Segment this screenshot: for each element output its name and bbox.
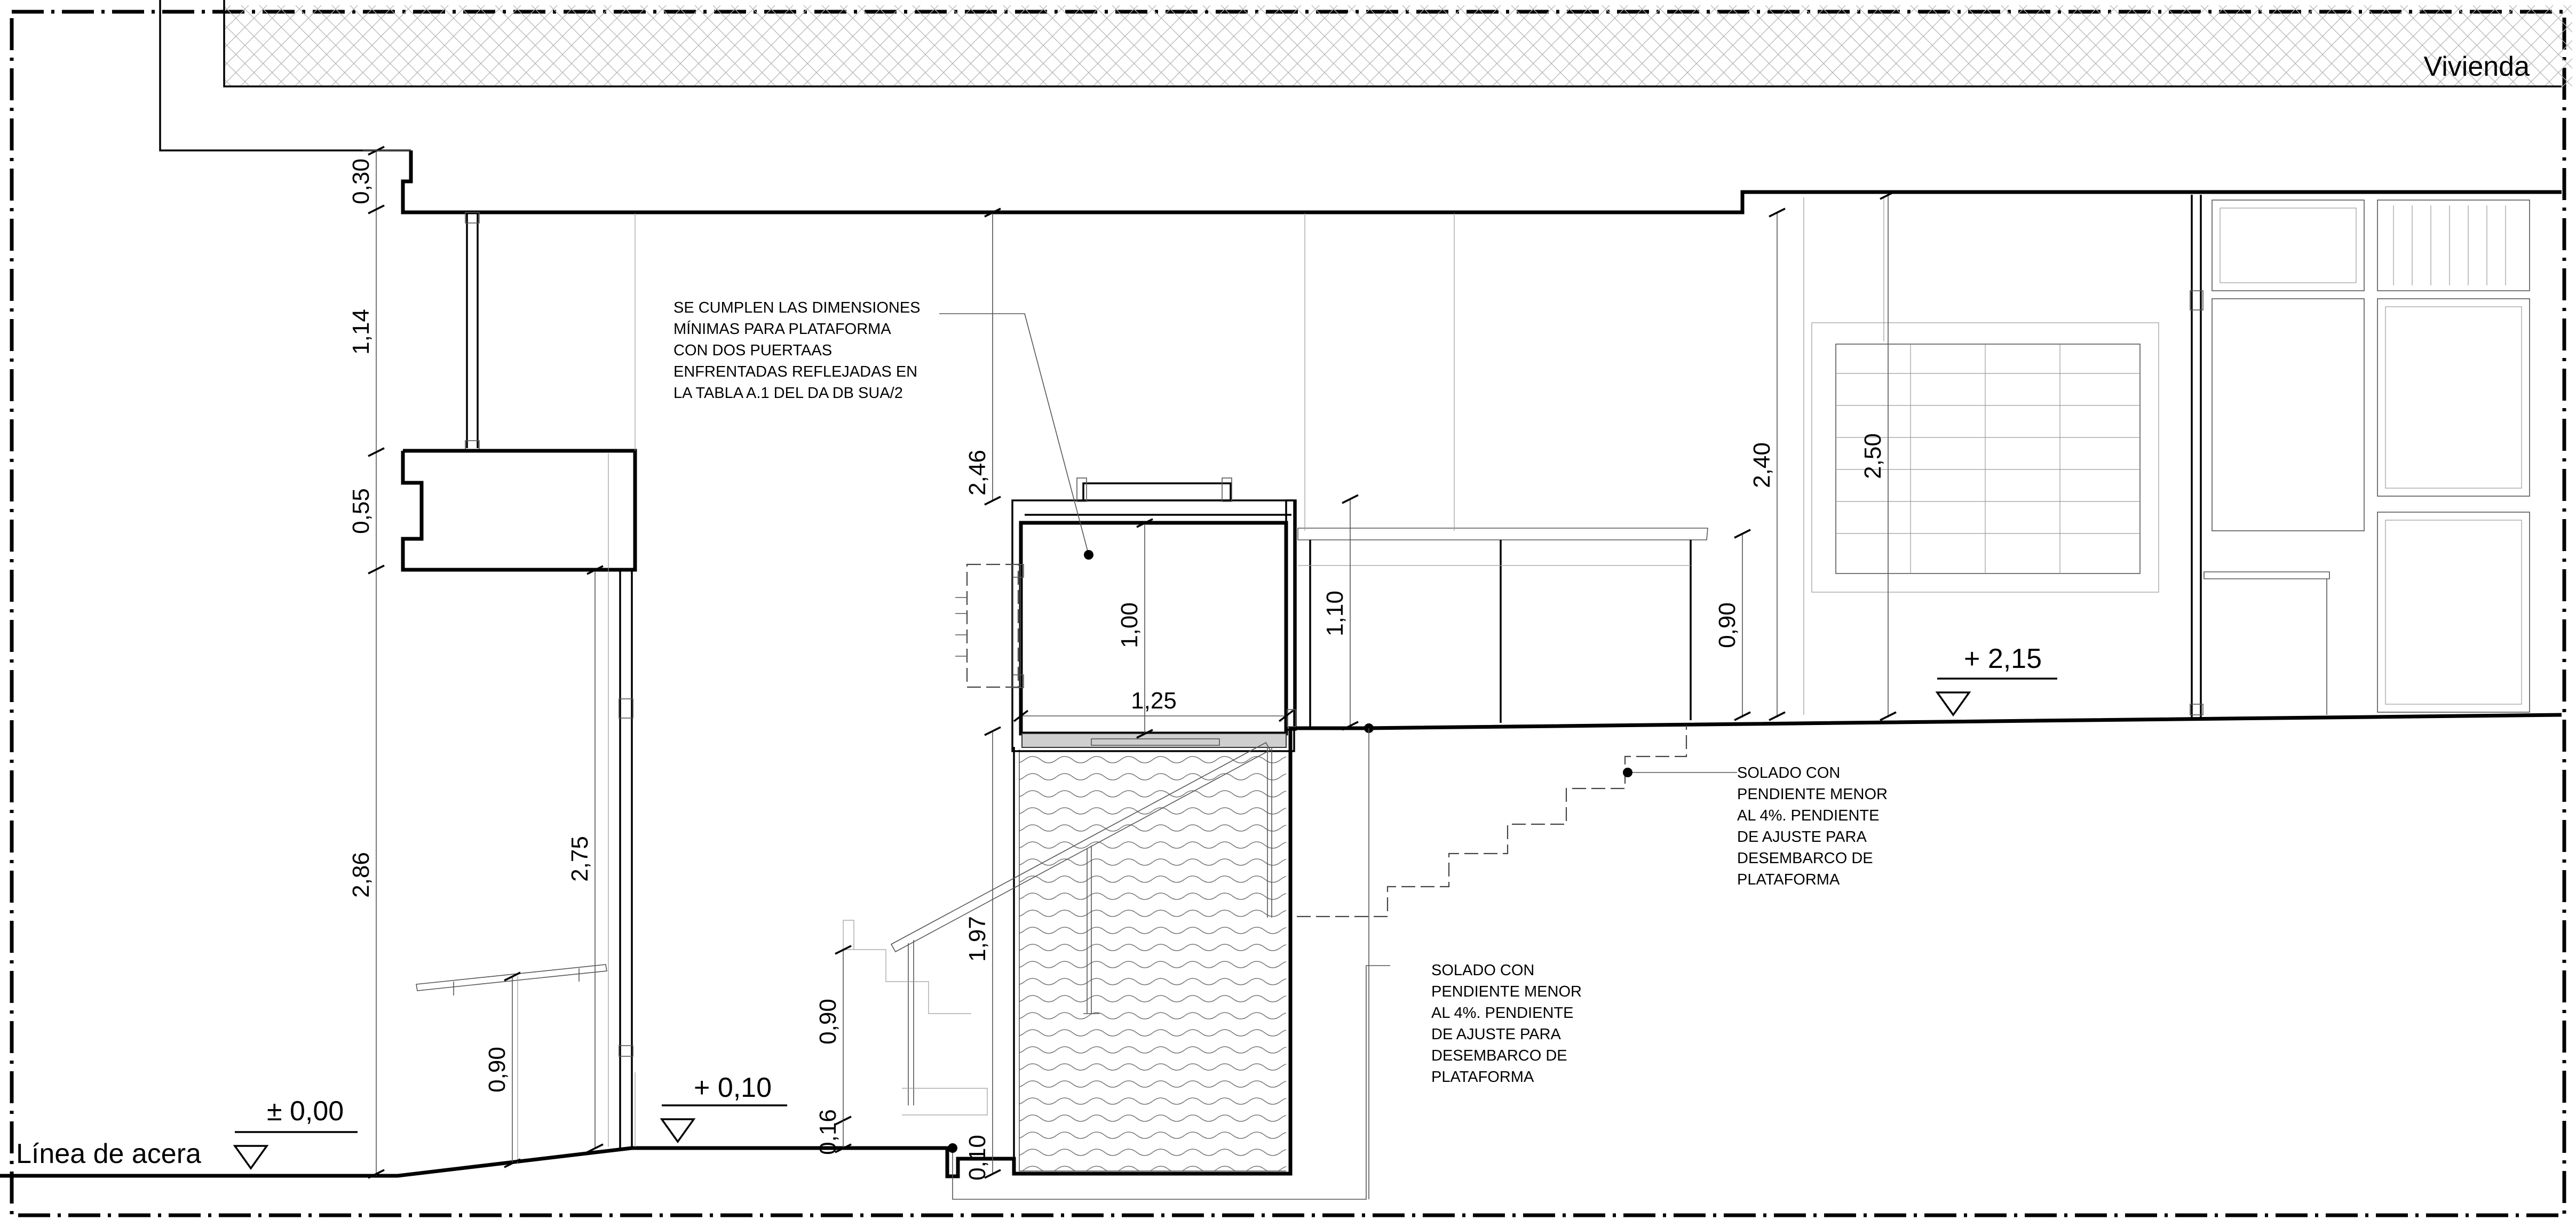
interior-right — [1811, 195, 2530, 718]
note-floor-upper-line: DE AJUSTE PARA — [1737, 828, 1867, 846]
dim-110: 1,10 — [1322, 591, 1348, 636]
dim-125: 1,25 — [1131, 688, 1177, 714]
dim-114: 1,14 — [348, 309, 374, 355]
level-010: + 0,10 — [694, 1072, 772, 1103]
dim-016: 0,16 — [815, 1109, 841, 1155]
note-floor-upper-line: SOLADO CON — [1737, 764, 1840, 782]
dim-246: 2,46 — [964, 450, 990, 496]
dim-240: 2,40 — [1749, 442, 1775, 488]
note-floor-lower: SOLADO CON PENDIENTE MENOR AL 4%. PENDIE… — [1431, 962, 1586, 1086]
note-floor-lower-line: SOLADO CON — [1431, 962, 1534, 979]
upper-railing — [1297, 528, 1708, 728]
level-markers — [233, 678, 2057, 1170]
dim-090-left: 0,90 — [484, 1047, 510, 1093]
note-floor-lower-line: PENDIENTE MENOR — [1431, 983, 1582, 1000]
note-floor-lower-line: DESEMBARCO DE — [1431, 1047, 1567, 1064]
note-floor-upper-line: PLATAFORMA — [1737, 871, 1840, 888]
dim-090-right: 0,90 — [1714, 602, 1740, 648]
stair-handrail — [843, 742, 1272, 1116]
note-floor-upper: SOLADO CON PENDIENTE MENOR AL 4%. PENDIE… — [1737, 764, 1892, 888]
dim-030: 0,30 — [348, 158, 374, 204]
note-floor-lower-line: PLATAFORMA — [1431, 1069, 1534, 1086]
level-000: ± 0,00 — [267, 1096, 344, 1127]
roof-slab — [401, 150, 2562, 214]
vivienda-label: Vivienda — [2423, 51, 2530, 82]
note-platform-line: ENFRENTADAS REFLEJADAS EN — [673, 363, 917, 380]
vivienda-block: Vivienda — [159, 0, 2572, 152]
dim-286: 2,86 — [348, 852, 374, 898]
note-platform-line: SE CUMPLEN LAS DIMENSIONES — [673, 299, 921, 316]
note-floor-lower-line: DE AJUSTE PARA — [1431, 1026, 1561, 1043]
note-floor-upper-line: PENDIENTE MENOR — [1737, 786, 1888, 803]
note-platform: SE CUMPLEN LAS DIMENSIONES MÍNIMAS PARA … — [673, 299, 925, 402]
note-floor-upper-line: AL 4%. PENDIENTE — [1737, 807, 1879, 824]
note-platform-line: CON DOS PUERTAAS — [673, 342, 832, 359]
dim-275: 2,75 — [567, 836, 593, 882]
ground-lines — [0, 713, 2562, 1178]
note-platform-line: MÍNIMAS PARA PLATAFORMA — [673, 320, 891, 338]
level-215: + 2,15 — [1964, 643, 2042, 674]
linea-acera-label: Línea de acera — [16, 1138, 201, 1169]
note-floor-lower-line: AL 4%. PENDIENTE — [1431, 1005, 1573, 1022]
dim-100: 1,00 — [1116, 602, 1143, 648]
note-leaders — [939, 313, 1737, 1200]
dim-250: 2,50 — [1860, 433, 1886, 479]
note-floor-upper-line: DESEMBARCO DE — [1737, 850, 1873, 867]
dim-197: 1,97 — [964, 916, 990, 962]
lift-platform — [955, 477, 1297, 752]
left-facade — [401, 212, 637, 1148]
dim-010: 0,10 — [964, 1135, 990, 1181]
dashed-steps — [1297, 726, 1687, 918]
dimension-lines — [363, 146, 1897, 1179]
dim-055: 0,55 — [348, 488, 374, 534]
note-platform-line: LA TABLA A.1 DEL DA DB SUA/2 — [673, 385, 903, 402]
lift-pit — [1013, 747, 1286, 1174]
dim-090-mid: 0,90 — [815, 999, 841, 1045]
